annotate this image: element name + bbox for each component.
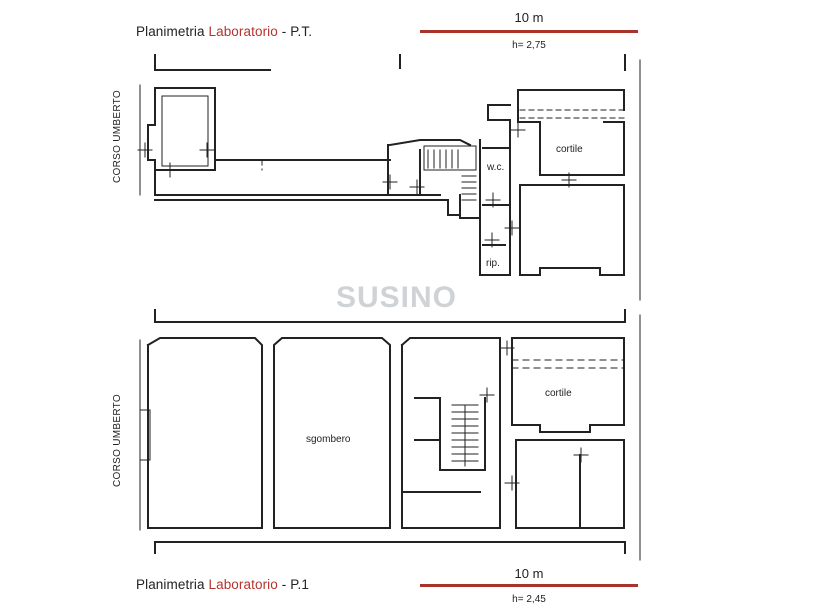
bottom-back-room	[515, 439, 625, 529]
top-storage-label: rip.	[486, 258, 500, 269]
top-door-marks	[137, 122, 577, 248]
top-title-suffix: - P.T.	[277, 24, 313, 39]
bottom-stair-room	[400, 337, 501, 529]
bottom-stair-steps	[451, 404, 479, 467]
bottom-ceiling-height: h= 2,45	[512, 594, 546, 605]
top-yard-left	[517, 89, 541, 123]
top-scale-line	[420, 30, 638, 33]
bottom-boundary-top	[154, 309, 626, 323]
top-boundary-left	[154, 54, 271, 71]
bottom-door-marks	[479, 340, 589, 491]
top-front-inner	[161, 95, 209, 167]
bottom-courtyard-label: cortile	[545, 388, 572, 399]
top-corridor-south	[159, 199, 461, 216]
top-street-label: CORSO UMBERTO	[112, 90, 123, 183]
bottom-title-highlight: Laboratorio	[208, 577, 278, 592]
top-plan-title: Planimetria Laboratorio - P.T.	[136, 24, 312, 39]
top-stair-bottom	[459, 194, 481, 219]
top-scale-length: 10 m	[514, 10, 544, 25]
top-back-room	[519, 184, 625, 276]
top-wc-label: w.c.	[486, 162, 504, 173]
top-openings	[261, 109, 625, 171]
bottom-storeroom	[273, 337, 391, 529]
bottom-storeroom-label: sgombero	[306, 434, 351, 445]
bottom-openings	[261, 359, 625, 501]
bottom-title-prefix: Planimetria	[136, 577, 209, 592]
bottom-plan-title: Planimetria Laboratorio - P.1	[136, 577, 309, 592]
bottom-floor-plan	[139, 309, 641, 561]
bottom-stair-frame	[414, 397, 486, 471]
top-title-prefix: Planimetria	[136, 24, 209, 39]
bottom-courtyard	[511, 337, 625, 433]
top-courtyard	[519, 121, 625, 176]
bottom-window-left	[139, 409, 151, 461]
top-ceiling-height: h= 2,75	[512, 40, 546, 51]
top-stair-top	[388, 139, 472, 147]
top-yard-top	[517, 89, 625, 111]
bottom-boundary-bottom	[154, 541, 626, 554]
top-front-room	[154, 87, 216, 171]
top-service-column	[479, 104, 511, 276]
bottom-front-room	[146, 337, 263, 529]
top-stair-steps	[423, 145, 477, 201]
top-courtyard-label: cortile	[556, 144, 583, 155]
bottom-street-label: CORSO UMBERTO	[112, 394, 123, 487]
susino-watermark: SUSINO	[336, 281, 458, 314]
bottom-title-suffix: - P.1	[277, 577, 310, 592]
top-front-wall	[147, 87, 441, 196]
top-floor-plan	[137, 54, 641, 301]
top-title-highlight: Laboratorio	[208, 24, 278, 39]
bottom-scale-line	[420, 584, 638, 587]
bottom-scale-length: 10 m	[514, 566, 544, 581]
